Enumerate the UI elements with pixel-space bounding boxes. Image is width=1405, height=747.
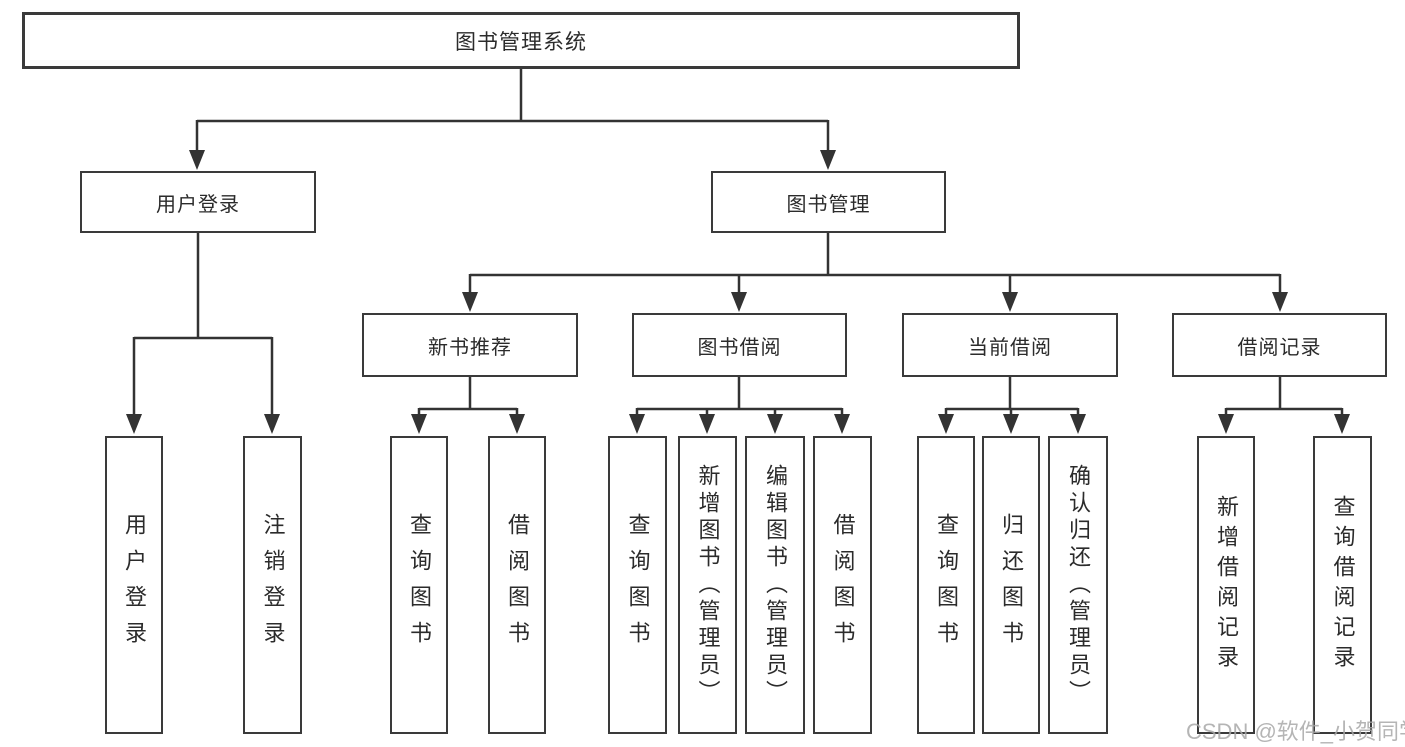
leaf-records-query-record: 查询借阅记录 [1313,436,1372,734]
node-label: 图书管理系统 [455,30,587,54]
node-label: 用户登录 [122,513,147,657]
watermark-text: CSDN @软件_小贺同学 [1186,719,1405,744]
node-book-borrowing: 图书借阅 [632,313,847,377]
node-user-login-branch: 用户登录 [80,171,316,233]
node-label: 查询图书 [407,513,432,657]
node-label: 借阅图书 [830,513,856,657]
leaf-current-confirm-return-admin: 确认归还（管理员） [1048,436,1108,734]
node-book-management: 图书管理 [711,171,946,233]
leaf-newrec-query-books: 查询图书 [390,436,448,734]
node-current-borrowing: 当前借阅 [902,313,1118,377]
node-label: 图书借阅 [697,336,782,359]
leaf-borrowing-query-books: 查询图书 [608,436,667,734]
leaf-newrec-borrow-books: 借阅图书 [488,436,546,734]
node-label: 图书管理 [786,193,871,216]
node-label: 新增借阅记录 [1214,495,1239,675]
node-label: 借阅记录 [1237,336,1322,359]
node-label: 当前借阅 [968,336,1052,359]
node-label: 查询借阅记录 [1330,495,1356,675]
node-label: 注销登录 [260,513,286,657]
node-label: 归还图书 [999,513,1024,657]
leaf-borrowing-edit-books-admin: 编辑图书（管理员） [745,436,805,734]
node-label: 查询图书 [934,513,959,657]
leaf-borrowing-add-books-admin: 新增图书（管理员） [678,436,737,734]
node-label: 借阅图书 [505,513,530,657]
node-borrow-records: 借阅记录 [1172,313,1387,377]
leaf-current-return-books: 归还图书 [982,436,1040,734]
leaf-current-query-books: 查询图书 [917,436,975,734]
leaf-user-login: 用户登录 [105,436,163,734]
node-label: 新增图书（管理员） [695,463,721,707]
leaf-records-add-record: 新增借阅记录 [1197,436,1255,734]
node-label: 新书推荐 [428,336,512,359]
node-label: 查询图书 [625,513,651,657]
leaf-borrowing-borrow-books: 借阅图书 [813,436,872,734]
node-label: 编辑图书（管理员） [763,463,788,707]
node-new-book-recommend: 新书推荐 [362,313,578,377]
node-library-system: 图书管理系统 [22,12,1020,69]
node-label: 确认归还（管理员） [1066,463,1091,707]
node-label: 用户登录 [156,193,240,216]
leaf-logout-login: 注销登录 [243,436,302,734]
